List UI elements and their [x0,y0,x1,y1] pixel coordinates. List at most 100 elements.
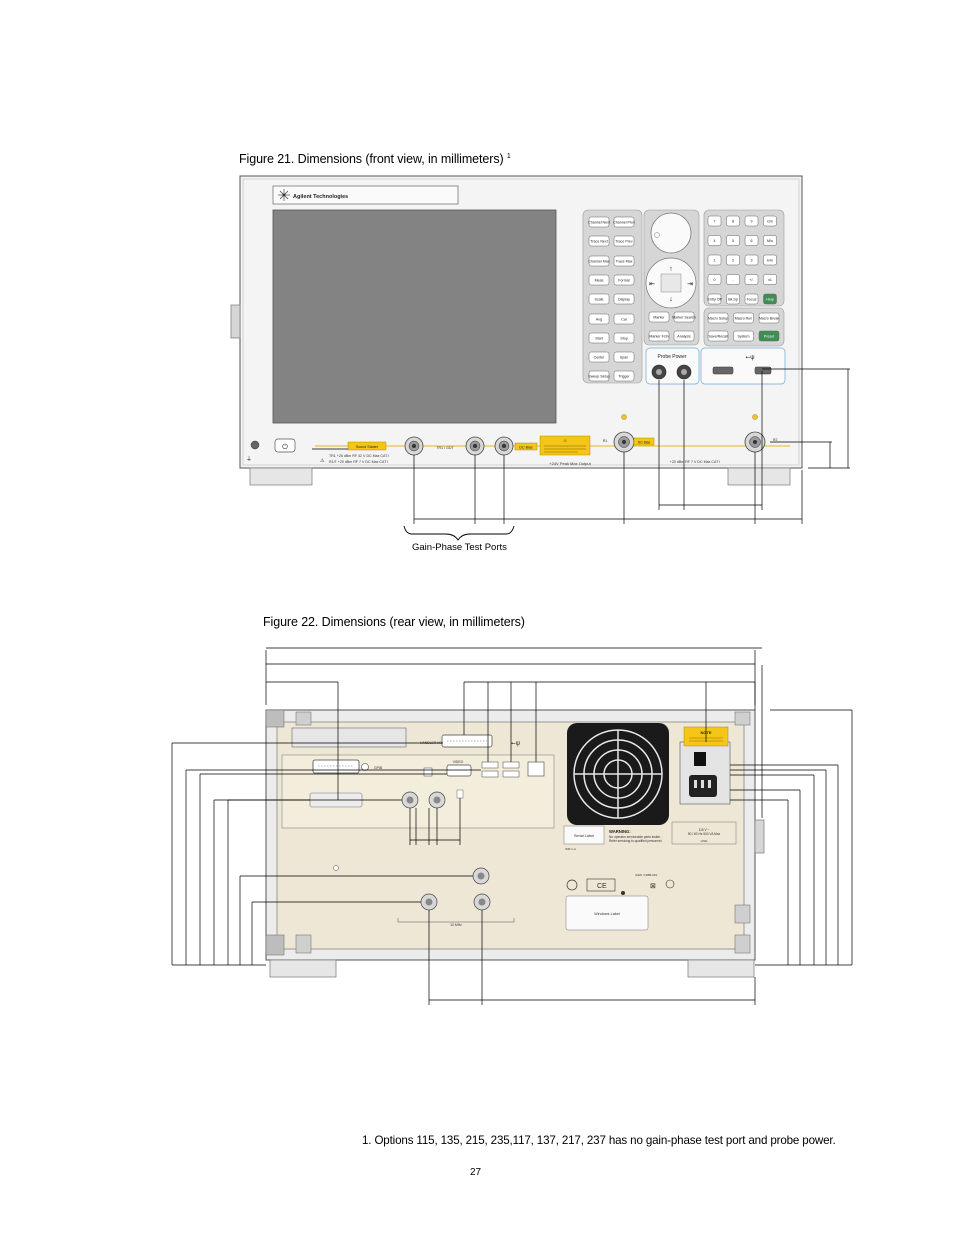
key-num-19[interactable]: Help [763,293,777,305]
key-analysis-3[interactable]: Analysis [673,330,695,342]
svg-text:Bk Sp: Bk Sp [728,297,738,301]
key-num-17[interactable]: Bk Sp [726,293,740,305]
key-channel-prev[interactable]: Channel Prev [613,216,635,228]
svg-text:.: . [733,278,734,282]
key-num-1[interactable]: 8 [726,215,740,227]
page-number: 27 [470,1167,482,1178]
svg-text:50 / 60 Hz 500 VA Max: 50 / 60 Hz 500 VA Max [688,832,721,836]
key-channel-next[interactable]: Channel Next [588,216,610,228]
gpib-connector [312,759,360,774]
svg-text:TR1 / GDT: TR1 / GDT [436,446,454,450]
svg-text:WARNING:: WARNING: [609,829,631,834]
svg-text:No operator serviceable parts: No operator serviceable parts inside. [609,835,661,839]
key-span[interactable]: Span [613,351,635,363]
svg-text:GPIB: GPIB [374,766,383,770]
svg-text:Trace Prev: Trace Prev [615,239,633,243]
svg-text:+24V Peak Max Output: +24V Peak Max Output [549,461,591,466]
svg-text:Analysis: Analysis [677,334,691,338]
svg-text:Serial Label: Serial Label [574,834,594,838]
key-num-7[interactable]: M/u [763,235,777,246]
svg-text:ICES / NMB-001: ICES / NMB-001 [635,873,658,877]
key-format[interactable]: Format [613,274,635,286]
key-num-18[interactable]: Focus [744,293,759,305]
front-foot-right [727,467,791,486]
svg-text:Stop: Stop [620,336,627,340]
svg-text:Channel Prev: Channel Prev [613,220,635,224]
key-macro-run[interactable]: Macro Run [733,312,754,324]
key-num-16[interactable]: Entry Off [707,293,722,305]
svg-text:1: 1 [714,258,716,262]
svg-text:Windows Label: Windows Label [594,912,620,916]
key-num-0[interactable]: 7 [707,215,722,227]
svg-text:+/-: +/- [749,278,754,282]
power-switch [274,438,296,453]
key-save-recall[interactable]: Save/Recall [707,330,729,342]
svg-text:Marker Fctn: Marker Fctn [649,334,668,338]
svg-text:Avg: Avg [596,317,602,321]
usb-port-1 [712,366,734,375]
ce-mark-icon [586,878,616,892]
key-num-8[interactable]: 1 [707,254,722,266]
key-avg[interactable]: Avg [588,313,610,325]
key-num-15[interactable]: x1 [763,274,777,285]
front-screen [272,209,557,424]
key-marker-0[interactable]: Marker [648,311,670,323]
svg-text:Display: Display [618,297,630,301]
svg-text:k/m: k/m [767,258,773,262]
key-preset[interactable]: Preset [758,330,780,342]
key-trace-next[interactable]: Trace Next [588,235,610,247]
key-macro-setup[interactable]: Macro Setup [707,312,729,324]
key-num-6[interactable]: 6 [744,235,759,246]
key-num-4[interactable]: 4 [707,235,722,246]
key-num-11[interactable]: k/m [763,254,777,266]
key-num-3[interactable]: G/n [763,215,777,227]
key-marker-fctn-2[interactable]: Marker Fctn [648,330,670,342]
svg-text:Trace Max: Trace Max [616,259,633,263]
ctick-icon [665,879,675,889]
key-meas[interactable]: Meas [588,274,610,286]
key-num-5[interactable]: 5 [726,235,740,246]
svg-text:Macro Setup: Macro Setup [708,316,728,320]
key-num-9[interactable]: 2 [726,254,740,266]
key-marker-search-1[interactable]: Marker Search [672,311,696,323]
test-port-r1 [465,436,485,456]
svg-text:Start: Start [595,336,603,340]
key-trace-max[interactable]: Trace Max [613,255,635,267]
brand-text: Agilent Technologies [293,194,348,200]
key-system[interactable]: System [733,330,754,342]
svg-text:x1: x1 [768,278,772,282]
key-center[interactable]: Center [588,351,610,363]
svg-text:115 V ~: 115 V ~ [699,828,710,832]
key-num-12[interactable]: 0 [707,274,722,285]
svg-text:Trigger: Trigger [618,374,630,378]
key-scale[interactable]: Scale [588,293,610,305]
key-sweep-setup[interactable]: Sweep Setup [588,370,610,382]
agilent-spark-icon [278,189,290,201]
svg-text:Macro Break: Macro Break [759,316,780,320]
key-trigger[interactable]: Trigger [613,370,635,382]
key-channel-max[interactable]: Channel Max [588,255,610,267]
key-stop[interactable]: Stop [613,332,635,344]
svg-text:Macro Run: Macro Run [735,316,753,320]
svg-text:4: 4 [714,239,716,243]
svg-text:3: 3 [751,258,753,262]
key-display[interactable]: Display [613,293,635,305]
key-trace-prev[interactable]: Trace Prev [613,235,635,247]
svg-text:CE: CE [597,883,607,890]
key-num-10[interactable]: 3 [744,254,759,266]
key-start[interactable]: Start [588,332,610,344]
svg-text:7: 7 [714,219,716,223]
key-num-14[interactable]: +/- [744,274,759,285]
svg-text:Preset: Preset [764,334,774,338]
key-num-13[interactable]: . [726,274,740,285]
svg-text:R1/T +20 dBm RF 7 V DC Max: R1/T +20 dBm RF 7 V DC Max CAT I [329,460,388,464]
key-macro-break[interactable]: Macro Break [758,312,780,324]
key-num-2[interactable]: 9 [744,215,759,227]
key-cal[interactable]: Cal [613,313,635,325]
front-foot-left [249,467,313,486]
svg-text:Center: Center [594,355,606,359]
figure21-footnote-ref: 1 [506,152,511,160]
